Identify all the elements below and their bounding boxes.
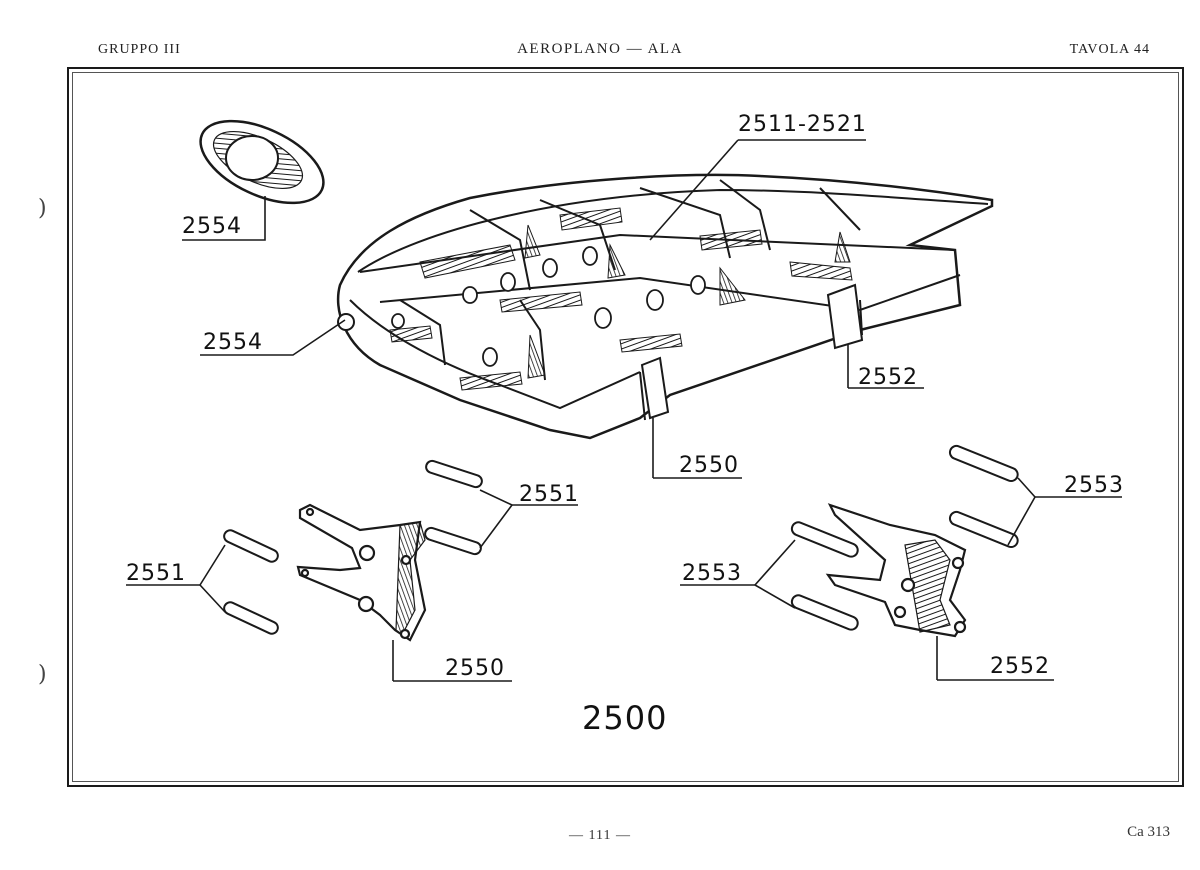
wing-section (336, 173, 994, 440)
label-2551-right: 2551 (519, 482, 579, 507)
header-group: GRUPPO III (98, 42, 181, 57)
label-2552-wing: 2552 (858, 365, 918, 390)
label-2550-wing: 2550 (679, 453, 739, 478)
header-title: AEROPLANO — ALA (517, 41, 683, 57)
hinge-bracket-right (825, 503, 967, 638)
binder-hole-top: ) (38, 196, 47, 221)
leader-lines (126, 139, 1122, 682)
binder-hole-bottom: ) (38, 662, 47, 687)
label-2551-left: 2551 (126, 561, 186, 586)
hinge-bracket-left (296, 503, 427, 642)
oval-fairing (199, 119, 325, 205)
label-2553-right: 2553 (1064, 473, 1124, 498)
link-plates-2551 (223, 459, 483, 635)
document-code: Ca 313 (1127, 824, 1170, 840)
label-2554-mid: 2554 (203, 330, 263, 355)
link-plates-2553 (790, 444, 1019, 631)
label-2511-2521: 2511-2521 (738, 112, 867, 137)
label-2553-left: 2553 (682, 561, 742, 586)
page-number: — 111 — (569, 828, 631, 843)
label-2552-bottom: 2552 (990, 654, 1050, 679)
drawing-frame (67, 67, 1184, 787)
label-2554-top: 2554 (182, 214, 242, 239)
label-2550-bottom: 2550 (445, 656, 505, 681)
drawing-frame-inner (72, 72, 1179, 782)
assembly-number: 2500 (582, 699, 668, 737)
header-plate: TAVOLA 44 (1069, 42, 1150, 57)
